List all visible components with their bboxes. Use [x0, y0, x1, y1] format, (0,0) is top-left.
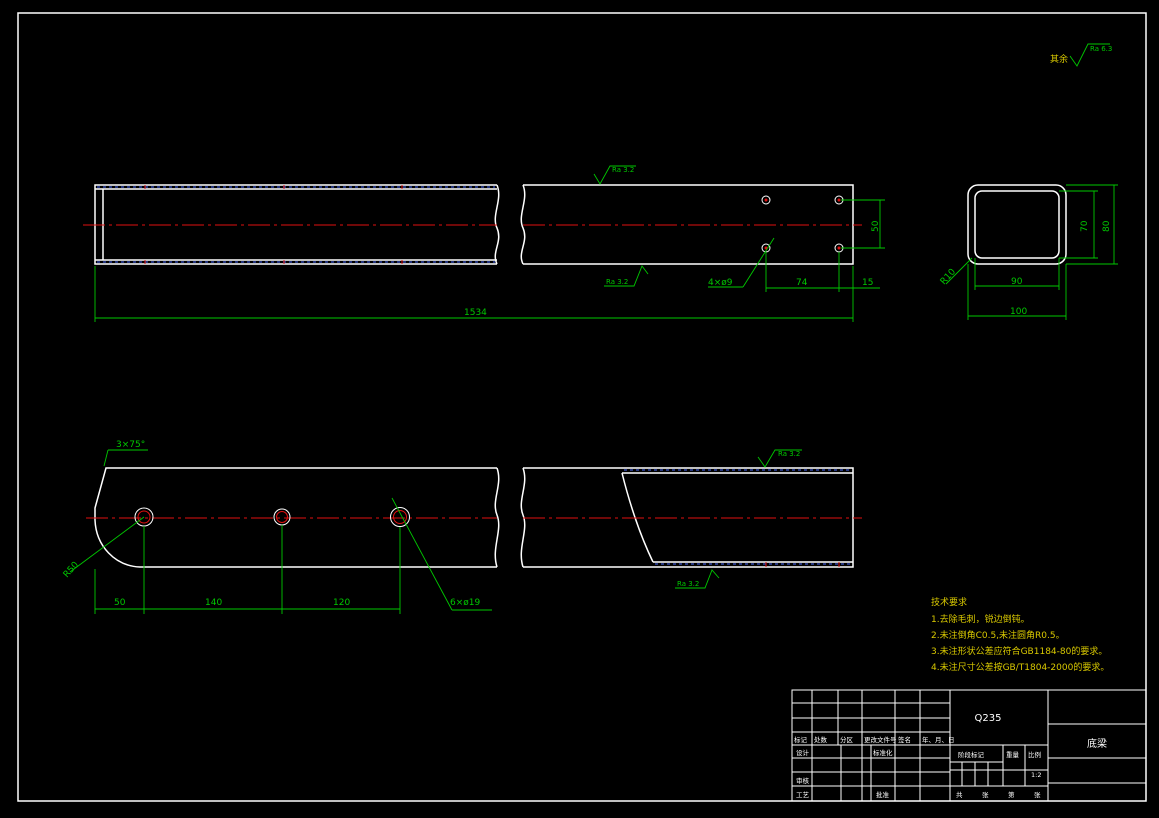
- section-view: 90 100 70 80 R10: [939, 184, 1118, 320]
- dim-section-inner-height: 70: [1080, 220, 1090, 232]
- sf-top-view-top: Ra 3.2: [612, 166, 634, 174]
- dim-edge-offset: 15: [862, 278, 873, 288]
- dim-section-inner-width: 90: [1011, 277, 1023, 287]
- large-holes: [134, 507, 410, 527]
- dim-end-radius: R50: [62, 560, 81, 580]
- tb-sheet-no: 第: [1008, 790, 1015, 799]
- surface-finish-other: 其余 Ra 6.3: [1050, 43, 1112, 67]
- tb-header-change-no: 更改文件号: [864, 735, 897, 744]
- tech-req-item-4: 4.未注尺寸公差按GB/T1804-2000的要求。: [931, 661, 1109, 673]
- surface-finish-other-value: Ra 6.3: [1090, 45, 1112, 53]
- tb-row-approve: 批准: [876, 790, 890, 799]
- tb-part-name: 底梁: [1087, 737, 1107, 750]
- dim-small-holes: 4×ø9: [708, 278, 733, 288]
- tb-ratio-label: 比例: [1028, 750, 1041, 759]
- surface-finish-other-prefix: 其余: [1050, 53, 1068, 65]
- tb-sheet-label: 张: [1034, 790, 1041, 799]
- tb-weight: 重量: [1006, 751, 1020, 759]
- tech-req-item-2: 2.未注倒角C0.5,未注圆角R0.5。: [931, 629, 1065, 641]
- small-holes: [761, 195, 844, 253]
- tb-header-date: 年、月、日: [922, 735, 955, 744]
- drawing-border: [17, 12, 1147, 802]
- tb-row-design: 设计: [796, 748, 810, 757]
- dim-hole-spacing-vertical: 50: [871, 220, 881, 232]
- tech-req-item-3: 3.未注形状公差应符合GB1184-80的要求。: [931, 645, 1107, 657]
- tb-header-zone: 分区: [840, 735, 854, 744]
- tb-material: Q235: [975, 713, 1002, 724]
- tb-row-review: 审核: [796, 776, 810, 785]
- sf-side-view-bottom: Ra 3.2: [677, 580, 699, 588]
- tb-row-process: 工艺: [796, 791, 810, 799]
- tb-stage-mark: 阶段标记: [958, 750, 985, 759]
- tb-header-mark: 标记: [794, 735, 808, 744]
- dim-section-outer-width: 100: [1010, 307, 1027, 317]
- tech-req-title: 技术要求: [931, 596, 967, 608]
- tb-scale: 1:2: [1031, 771, 1041, 779]
- dim-section-outer-height: 80: [1102, 220, 1112, 232]
- sf-top-view-bottom: Ra 3.2: [606, 278, 628, 286]
- side-view: 3×75° R50 6×ø19 50 140 120 Ra 3.2 Ra 3.2: [62, 440, 862, 614]
- tb-sheets-total: 共: [956, 790, 963, 799]
- dim-chamfer: 3×75°: [116, 440, 145, 450]
- tb-header-count: 处数: [814, 735, 828, 744]
- dim-pitch-first: 50: [114, 598, 126, 608]
- tb-row-standard: 标准化: [873, 748, 893, 757]
- dim-pitch-second: 140: [205, 598, 222, 608]
- dim-hole-spacing-horizontal: 74: [796, 278, 808, 288]
- tb-header-sign: 签名: [898, 735, 911, 744]
- dim-large-holes: 6×ø19: [450, 598, 480, 608]
- dim-total-length: 1534: [464, 308, 487, 318]
- top-view: Ra 3.2 Ra 3.2 50 4×ø9 74 15 1534: [83, 165, 885, 322]
- dim-pitch-third: 120: [333, 598, 350, 608]
- sf-side-view-top: Ra 3.2: [778, 450, 800, 458]
- technical-requirements: 技术要求 1.去除毛刺，锐边倒钝。 2.未注倒角C0.5,未注圆角R0.5。 3…: [931, 596, 1109, 673]
- tb-sheets-label: 张: [982, 790, 989, 799]
- title-block: 标记 处数 分区 更改文件号 签名 年、月、日 设计 标准化 审核 工艺 批准 …: [791, 689, 1147, 802]
- dim-corner-radius: R10: [939, 267, 958, 287]
- tech-req-item-1: 1.去除毛刺，锐边倒钝。: [931, 613, 1030, 625]
